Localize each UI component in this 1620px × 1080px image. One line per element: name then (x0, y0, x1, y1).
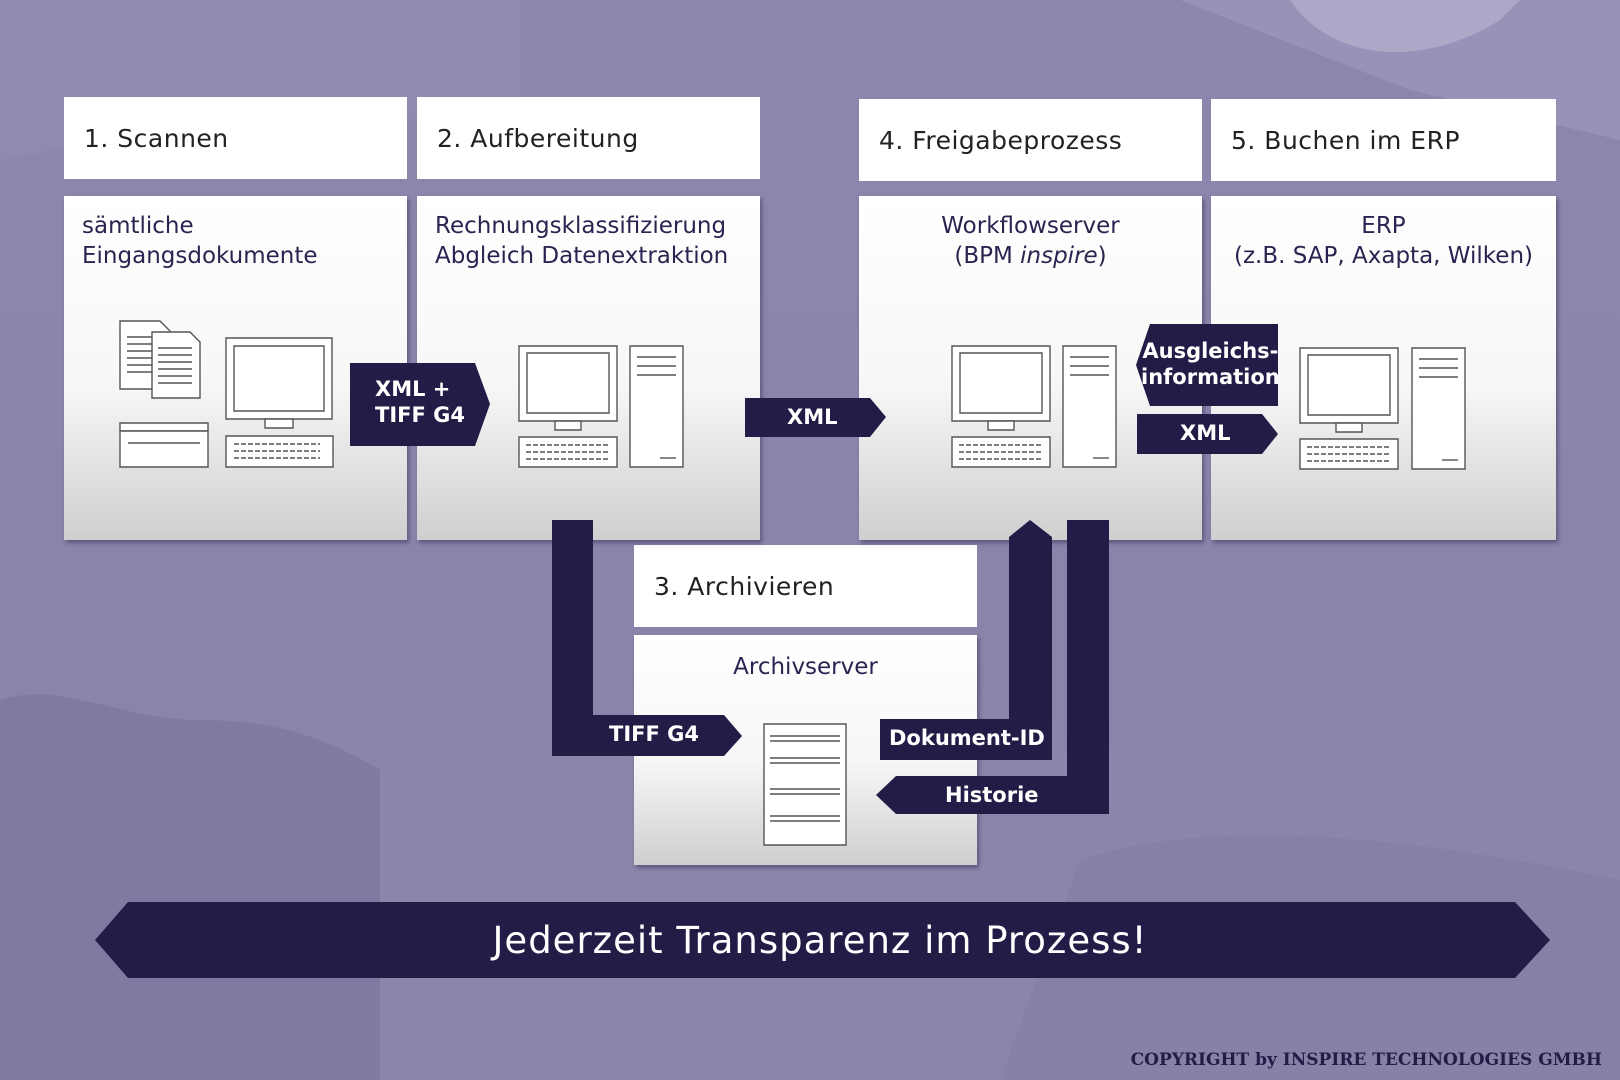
step-1-desc-line1: sämtliche (82, 213, 194, 239)
step-4-desc-prefix: (BPM (954, 243, 1021, 269)
step-3-desc: Archivserver (733, 654, 878, 680)
step-2-desc-line2: Abgleich Datenextraktion (435, 243, 729, 269)
label-ausgleich-line2: information (1141, 365, 1280, 389)
banner-text: Jederzeit Transparenz im Prozess! (492, 918, 1148, 962)
step-2-panel: Rechnungsklassifizierung Abgleich Datene… (417, 196, 760, 540)
label-xml-tiff: XML + TIFF G4 (375, 376, 465, 428)
step-4-desc-suffix: ) (1097, 243, 1107, 269)
step-4-header: 4. Freigabeprozess (859, 99, 1202, 181)
step-5-header: 5. Buchen im ERP (1211, 99, 1556, 181)
step-4-desc-italic: inspire (1020, 243, 1098, 269)
label-xml-tiff-line1: XML + (375, 377, 451, 401)
label-tiff-g4: TIFF G4 (609, 722, 699, 746)
step-1-panel: sämtliche Eingangsdokumente (64, 196, 407, 540)
step-2-title: 2. Aufbereitung (437, 123, 639, 153)
step-1-header: 1. Scannen (64, 97, 407, 179)
step-1-desc-line2: Eingangsdokumente (82, 243, 318, 269)
step-5-title: 5. Buchen im ERP (1231, 125, 1461, 155)
step-1-title: 1. Scannen (84, 123, 229, 153)
step-3-title: 3. Archivieren (654, 571, 835, 601)
copyright-text: COPYRIGHT by INSPIRE TECHNOLOGIES GMBH (1130, 1050, 1602, 1070)
label-dokument-id: Dokument-ID (889, 726, 1045, 750)
step-5-desc-line1: ERP (1361, 213, 1406, 239)
label-xml-tiff-line2: TIFF G4 (375, 403, 465, 427)
step-2-desc-line1: Rechnungsklassifizierung (435, 213, 727, 239)
label-ausgleichsinformation: Ausgleichs- information (1141, 338, 1280, 390)
step-5-desc-line2: (z.B. SAP, Axapta, Wilken) (1234, 243, 1533, 269)
label-ausgleich-line1: Ausgleichs- (1142, 339, 1279, 363)
label-xml-1: XML (787, 405, 838, 429)
label-xml-2: XML (1180, 421, 1231, 445)
label-historie: Historie (945, 783, 1039, 807)
step-4-desc-line2: (BPM inspire) (859, 241, 1202, 271)
step-4-desc-line1: Workflowserver (941, 213, 1120, 239)
step-2-header: 2. Aufbereitung (417, 97, 760, 179)
step-3-header: 3. Archivieren (634, 545, 977, 627)
step-4-title: 4. Freigabeprozess (879, 125, 1123, 155)
